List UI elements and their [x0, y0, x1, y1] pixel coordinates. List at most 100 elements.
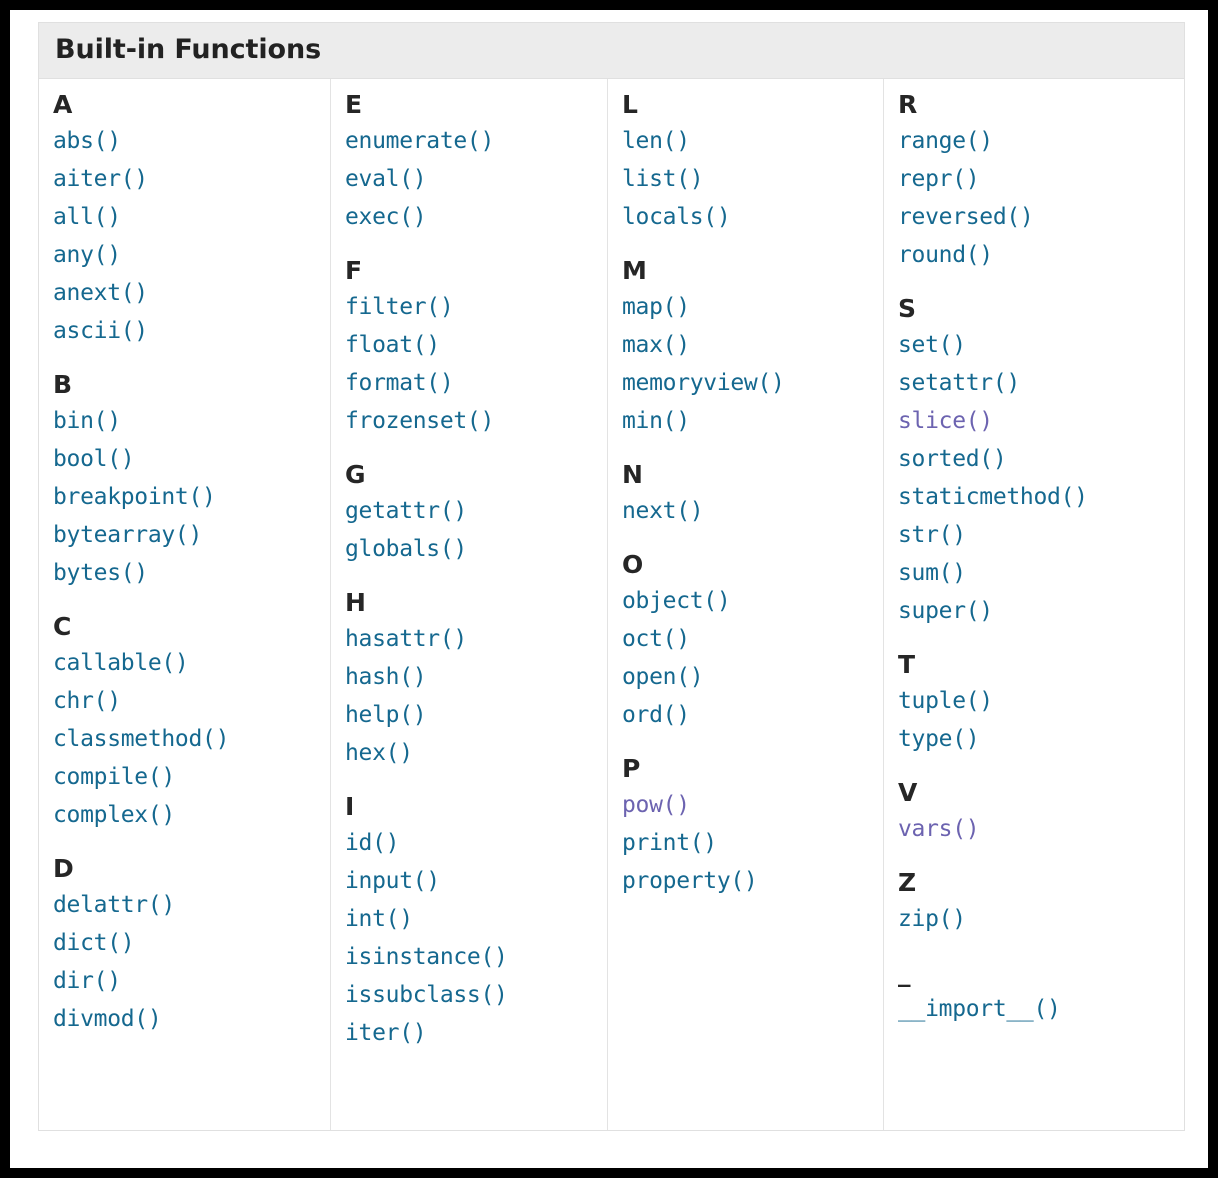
function-link[interactable]: bytearray(): [53, 522, 203, 548]
letter-heading: A: [53, 90, 73, 119]
function-link[interactable]: len(): [622, 128, 690, 154]
function-link[interactable]: id(): [345, 830, 400, 856]
function-link[interactable]: list(): [622, 166, 704, 192]
function-link[interactable]: hasattr(): [345, 626, 467, 652]
function-link[interactable]: ord(): [622, 702, 690, 728]
function-link[interactable]: type(): [898, 726, 980, 752]
letter-heading: S: [898, 294, 917, 323]
function-link[interactable]: slice(): [898, 408, 993, 434]
function-link[interactable]: max(): [622, 332, 690, 358]
function-link[interactable]: open(): [622, 664, 704, 690]
function-link[interactable]: issubclass(): [345, 982, 508, 1008]
function-link[interactable]: setattr(): [898, 370, 1020, 396]
letter-heading: H: [345, 588, 366, 617]
letter-heading: V: [898, 778, 918, 807]
letter-heading: T: [898, 650, 916, 679]
function-link[interactable]: complex(): [53, 802, 175, 828]
function-link[interactable]: delattr(): [53, 892, 175, 918]
function-link[interactable]: float(): [345, 332, 440, 358]
letter-heading: I: [345, 792, 355, 821]
function-link[interactable]: zip(): [898, 906, 966, 932]
letter-heading: F: [345, 256, 363, 285]
letter-heading: _: [898, 958, 911, 987]
function-link[interactable]: help(): [345, 702, 427, 728]
function-link[interactable]: set(): [898, 332, 966, 358]
function-link[interactable]: exec(): [345, 204, 427, 230]
function-link[interactable]: any(): [53, 242, 121, 268]
function-link[interactable]: bytes(): [53, 560, 148, 586]
function-link[interactable]: aiter(): [53, 166, 148, 192]
function-link[interactable]: format(): [345, 370, 454, 396]
letter-heading: P: [622, 754, 641, 783]
function-link[interactable]: breakpoint(): [53, 484, 216, 510]
function-link[interactable]: isinstance(): [345, 944, 508, 970]
function-link[interactable]: frozenset(): [345, 408, 495, 434]
function-link[interactable]: bool(): [53, 446, 135, 472]
function-link[interactable]: property(): [622, 868, 758, 894]
function-link[interactable]: min(): [622, 408, 690, 434]
function-link[interactable]: iter(): [345, 1020, 427, 1046]
function-link[interactable]: repr(): [898, 166, 980, 192]
function-link[interactable]: dict(): [53, 930, 135, 956]
function-link[interactable]: enumerate(): [345, 128, 495, 154]
function-link[interactable]: anext(): [53, 280, 148, 306]
function-link[interactable]: sum(): [898, 560, 966, 586]
function-link[interactable]: hash(): [345, 664, 427, 690]
function-link[interactable]: memoryview(): [622, 370, 785, 396]
function-link[interactable]: hex(): [345, 740, 413, 766]
function-link[interactable]: round(): [898, 242, 993, 268]
function-link[interactable]: locals(): [622, 204, 731, 230]
function-link[interactable]: dir(): [53, 968, 121, 994]
function-link[interactable]: object(): [622, 588, 731, 614]
function-link[interactable]: oct(): [622, 626, 690, 652]
letter-heading: Z: [898, 868, 917, 897]
function-link[interactable]: int(): [345, 906, 413, 932]
page-title: Built-in Functions: [38, 22, 1185, 79]
function-link[interactable]: filter(): [345, 294, 454, 320]
function-link[interactable]: range(): [898, 128, 993, 154]
function-link[interactable]: tuple(): [898, 688, 993, 714]
function-link[interactable]: print(): [622, 830, 717, 856]
function-link[interactable]: sorted(): [898, 446, 1007, 472]
function-link[interactable]: staticmethod(): [898, 484, 1088, 510]
function-link[interactable]: abs(): [53, 128, 121, 154]
function-link[interactable]: globals(): [345, 536, 467, 562]
letter-heading: L: [622, 90, 638, 119]
function-link[interactable]: getattr(): [345, 498, 467, 524]
function-link[interactable]: input(): [345, 868, 440, 894]
function-link[interactable]: compile(): [53, 764, 175, 790]
function-link[interactable]: ascii(): [53, 318, 148, 344]
function-link[interactable]: all(): [53, 204, 121, 230]
function-link[interactable]: vars(): [898, 816, 980, 842]
function-link[interactable]: map(): [622, 294, 690, 320]
function-link[interactable]: callable(): [53, 650, 189, 676]
function-link[interactable]: super(): [898, 598, 993, 624]
function-link[interactable]: __import__(): [898, 996, 1061, 1022]
function-link[interactable]: divmod(): [53, 1006, 162, 1032]
function-link[interactable]: str(): [898, 522, 966, 548]
function-link[interactable]: eval(): [345, 166, 427, 192]
function-link[interactable]: next(): [622, 498, 704, 524]
function-link[interactable]: pow(): [622, 792, 690, 818]
function-link[interactable]: classmethod(): [53, 726, 230, 752]
function-link[interactable]: reversed(): [898, 204, 1034, 230]
function-link[interactable]: bin(): [53, 408, 121, 434]
letter-heading: B: [53, 370, 73, 399]
function-link[interactable]: chr(): [53, 688, 121, 714]
letter-heading: D: [53, 854, 74, 883]
